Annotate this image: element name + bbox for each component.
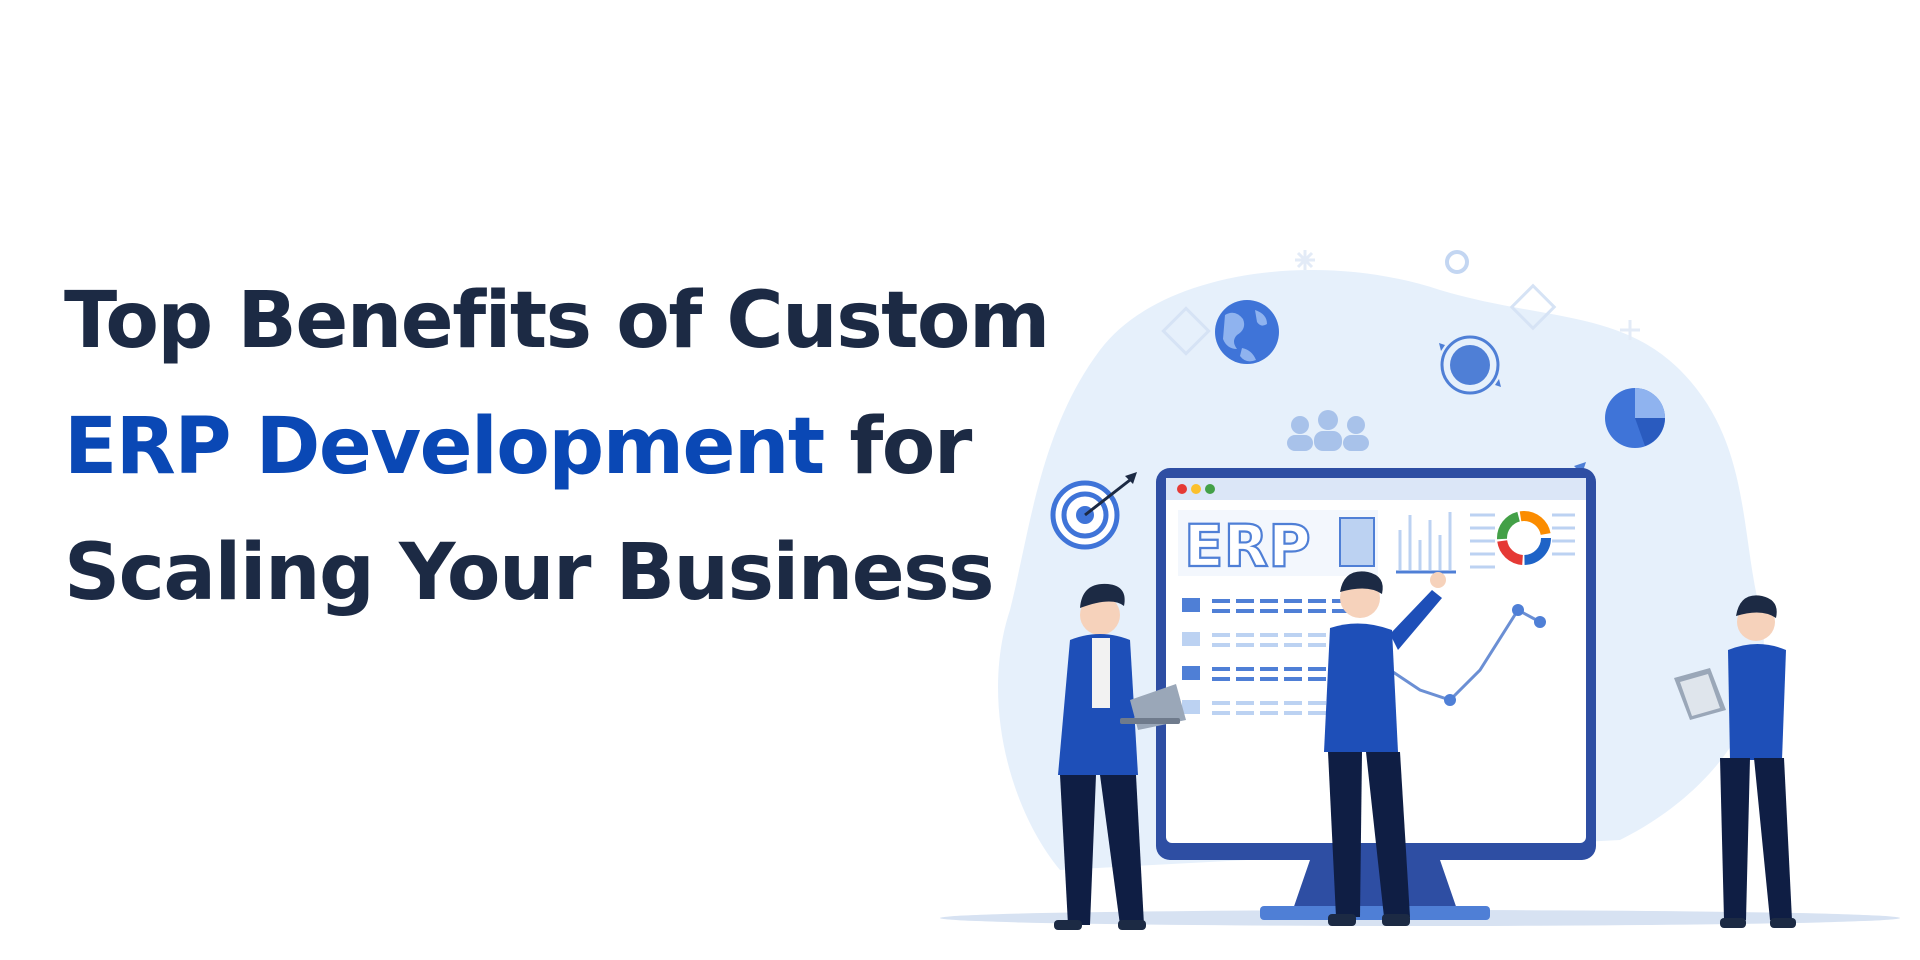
screen-text-lines [1470,513,1575,569]
person-with-clipboard [1674,595,1796,928]
screen-donut-chart [1497,511,1551,565]
globe-icon [1215,300,1279,364]
sparkle-icon [1620,320,1640,340]
team-icon [1287,410,1369,451]
sync-icon [1439,335,1501,395]
erp-screen-label: ERP [1184,512,1311,580]
screen-line-chart [1389,604,1546,706]
diamond-icon [1161,306,1211,356]
pie-chart-icon [1605,388,1665,448]
sparkle-icon [1295,250,1315,270]
title-line-3: Scaling Your Business [64,528,995,618]
title-line-2-rest: for [823,402,972,492]
erp-illustration: ERP [940,250,1900,930]
title-accent: ERP Development [64,402,825,492]
diamond-icon [1509,283,1557,331]
title-line-2: ERP Development for [64,384,1044,510]
target-icon [1050,472,1137,550]
person-with-laptop [1054,583,1186,930]
person-pointing [1324,571,1446,926]
screen-bar-graph [1396,512,1456,574]
erp-screen-square [1339,517,1375,567]
ring-icon [1445,250,1469,274]
page-title: Top Benefits of Custom ERP Development f… [64,258,1050,636]
title-line-1: Top Benefits of Custom [64,276,1050,366]
